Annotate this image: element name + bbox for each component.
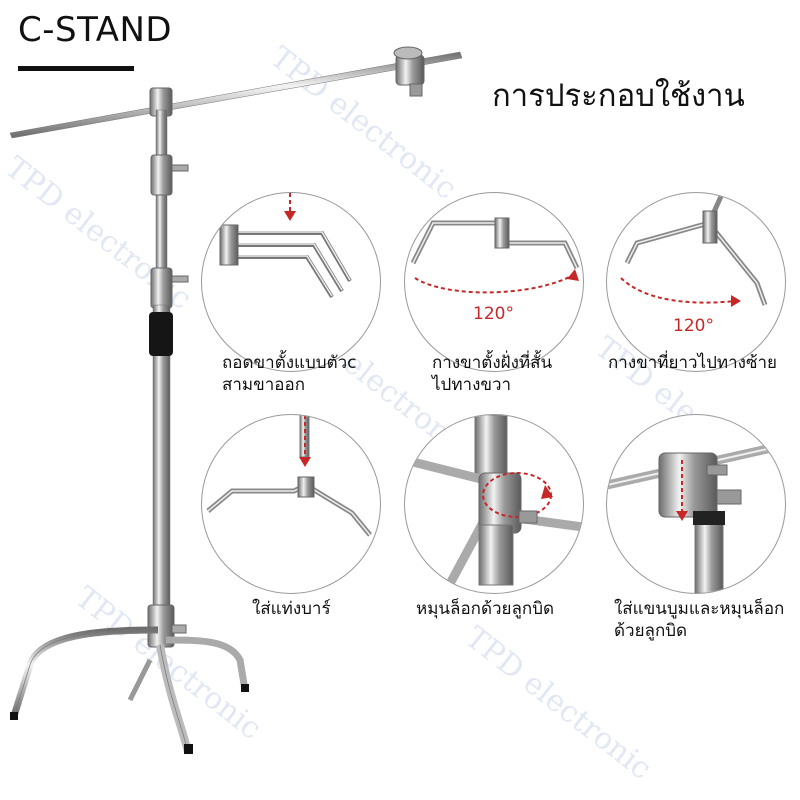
step-6-illustration: [606, 414, 786, 594]
angle-label: 120°: [473, 304, 514, 324]
step-2-caption: กางขาตั้งฝั่งที่สั้น ไปทางขวา: [432, 352, 552, 396]
caption-line: หมุนล็อกด้วยลูกบิด: [416, 599, 555, 619]
step-1-illustration: [201, 192, 381, 372]
caption-line: ใส่แขนบูมและหมุนล็อก: [614, 599, 785, 619]
angle-label: 120°: [673, 316, 714, 336]
caption-line: ใส่แท่งบาร์: [252, 599, 331, 619]
caption-line: กางขาที่ยาวไปทางซ้าย: [608, 353, 778, 373]
title-underline: [18, 66, 134, 71]
step-4-caption: ใส่แท่งบาร์: [252, 598, 331, 620]
caption-line: ถอดขาตั้งแบบตัวc: [222, 353, 357, 373]
assembly-heading: การประกอบใช้งาน: [492, 78, 745, 114]
product-title: C-STAND: [18, 10, 173, 50]
caption-line: สามขาออก: [222, 375, 306, 395]
step-5-illustration: [404, 414, 584, 594]
step-5-caption: หมุนล็อกด้วยลูกบิด: [416, 598, 554, 620]
step-6-caption: ใส่แขนบูมและหมุนล็อก ด้วยลูกบิด: [614, 598, 784, 642]
step-4-illustration: [201, 414, 381, 594]
step-1-caption: ถอดขาตั้งแบบตัวc สามขาออก: [222, 352, 357, 396]
step-3-caption: กางขาที่ยาวไปทางซ้าย: [608, 352, 777, 374]
caption-line: ด้วยลูกบิด: [614, 621, 688, 641]
caption-line: ไปทางขวา: [432, 375, 512, 395]
step-3-illustration: 120°: [606, 192, 786, 372]
step-2-illustration: 120°: [404, 192, 584, 372]
caption-line: กางขาตั้งฝั่งที่สั้น: [432, 353, 553, 373]
